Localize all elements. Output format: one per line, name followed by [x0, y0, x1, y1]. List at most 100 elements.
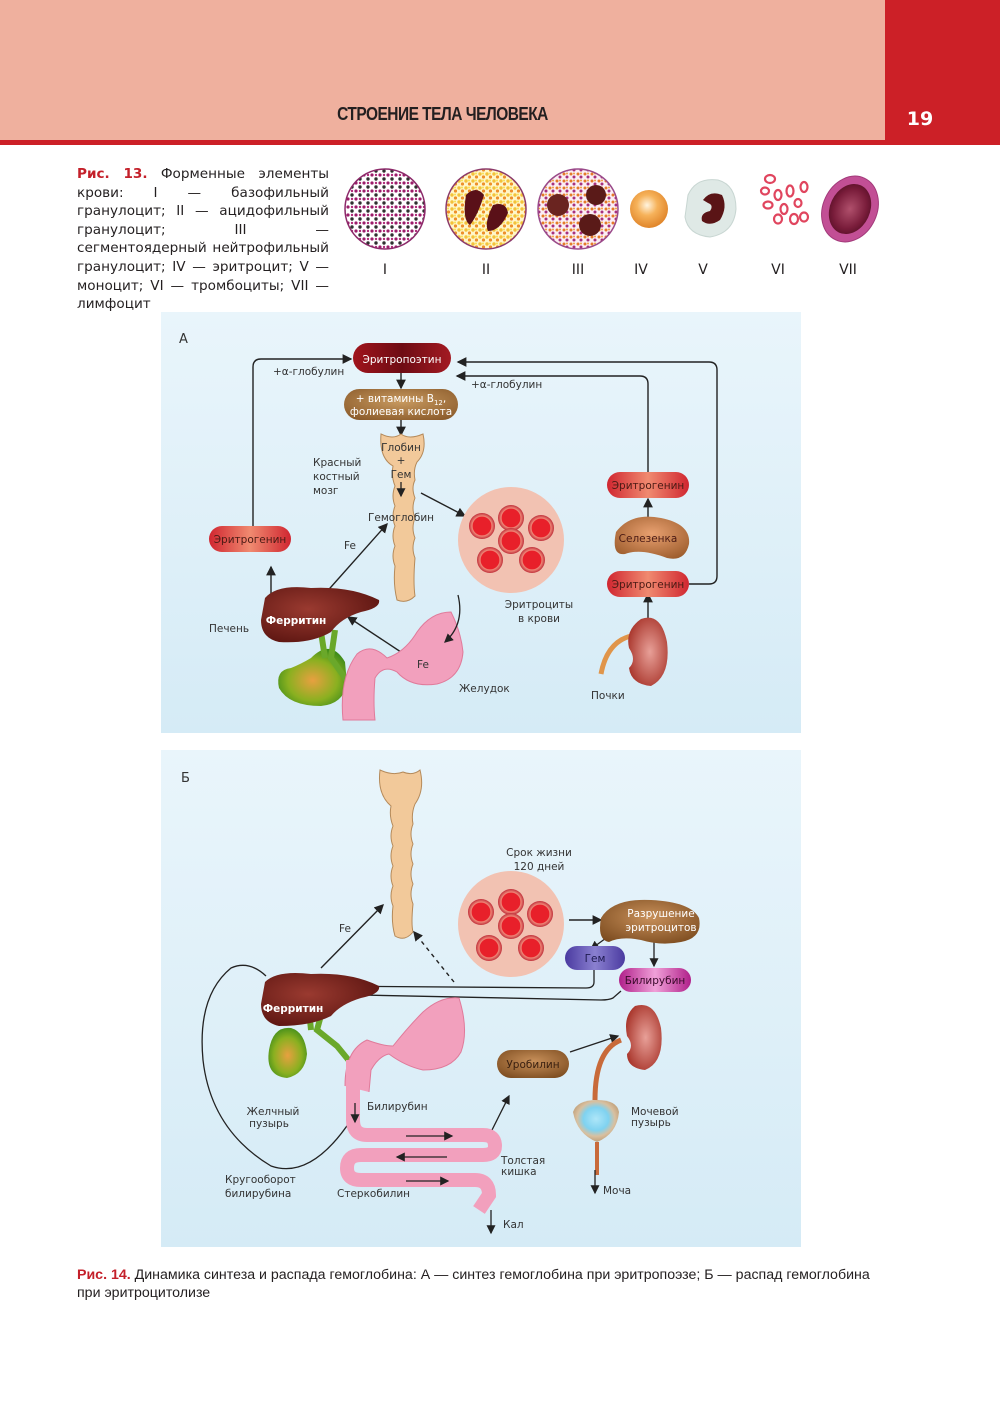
- lifespan-label-2: 120 дней: [514, 861, 565, 873]
- cell-erythrocyte: [630, 190, 668, 228]
- urine-label: Моча: [603, 1185, 631, 1197]
- cell-numeral: II: [481, 262, 491, 278]
- bladder-illustration: [573, 1100, 619, 1142]
- colon-label-1: Толстая: [500, 1155, 545, 1167]
- fe-stomach-label: Fe: [417, 659, 429, 671]
- bone-marrow-illustration: [379, 769, 423, 939]
- colon-label-2: кишка: [501, 1166, 537, 1178]
- line-bilirubin-to-liver: [312, 990, 622, 1001]
- bilirubin-label: Билирубин: [367, 1101, 428, 1113]
- panel-b-letter: Б: [181, 771, 190, 786]
- arrow-to-erythrocytes: [420, 492, 467, 517]
- alpha-globulin-right: +α-глобулин: [471, 379, 542, 391]
- cell-numeral: VI: [771, 262, 785, 278]
- ureter: [598, 633, 632, 675]
- liver-label: Печень: [209, 623, 249, 635]
- ureter: [592, 1037, 623, 1101]
- stomach-illustration: [344, 997, 465, 1093]
- panel-a-synthesis: А Эритропоэтин +α-глобулин +α-глобулин +…: [161, 312, 801, 733]
- arrow-colon-to-urobilin: [488, 1094, 510, 1137]
- ferritin-label: Ферритин: [266, 615, 327, 627]
- stomach-label: Желудок: [459, 683, 510, 695]
- erythrogenin-bottom-label: Эритрогенин: [612, 579, 685, 591]
- intestine-illustration: [339, 1060, 503, 1214]
- bone-marrow-label-3: мозг: [313, 485, 338, 497]
- page-number: 19: [906, 108, 934, 130]
- arrow-heme-to-liver: [309, 970, 595, 991]
- cell-numeral: VII: [839, 262, 857, 278]
- cell-monocyte: [684, 179, 737, 238]
- erythropoietin-box: [353, 343, 451, 373]
- stomach-illustration: [341, 611, 464, 721]
- figure-14-label: Рис. 14.: [77, 1267, 131, 1283]
- stercobilin-label: Стеркобилин: [337, 1188, 410, 1200]
- circulation-label-2: билирубина: [225, 1188, 291, 1200]
- blood-cells-illustration: [344, 168, 879, 250]
- erythrocytes-label-2: в крови: [518, 613, 560, 625]
- hemoglobin-label: Гемоглобин: [368, 512, 434, 524]
- cell-platelets: [759, 173, 810, 226]
- bone-marrow-label-1: Красный: [313, 457, 361, 469]
- panel-a-letter: А: [179, 332, 188, 347]
- erythrogenin-left-box: [209, 526, 291, 552]
- gallbladder-label-1: Желчный: [247, 1106, 300, 1118]
- lifespan-label-1: Срок жизни: [506, 847, 572, 859]
- arrow-to-stomach: [444, 594, 461, 643]
- liver-illustration: [261, 973, 380, 1026]
- bilirubin-circulation-loop: [201, 964, 352, 1170]
- erythrocytes-illustration: [458, 871, 564, 977]
- panel-b-breakdown: Б Fe Срок жизни 120 дней Разрушение эрит…: [161, 750, 801, 1247]
- kidney-illustration: [628, 617, 668, 686]
- gallbladder-illustration: [278, 648, 347, 706]
- panel-a-diagram: А Эритропоэтин +α-глобулин +α-глобулин +…: [179, 332, 718, 721]
- arrow-erythrogenin-to-erythropoietin: [252, 354, 353, 527]
- header-band: [0, 0, 885, 140]
- kidneys-label: Почки: [591, 690, 625, 702]
- figure-13-label: Рис. 13.: [77, 166, 148, 182]
- heme-label: Гем: [585, 953, 606, 965]
- figure-13-text: Форменные элементы крови: I — базофильны…: [77, 166, 329, 313]
- figure-14-text: Динамика синтеза и распада гемоглобина: …: [77, 1267, 870, 1301]
- urobilin-box: [497, 1050, 569, 1078]
- liver-illustration: [261, 587, 380, 643]
- panel-b-diagram: Б Fe Срок жизни 120 дней Разрушение эрит…: [181, 769, 700, 1235]
- cell-neutrophil: [537, 168, 619, 250]
- vitamins-line-2: фолиевая кислота: [350, 406, 452, 418]
- page-number-box: [885, 0, 1000, 145]
- cell-numeral: IV: [634, 262, 648, 278]
- cell-numeral: I: [382, 262, 388, 278]
- urobilin-label: Уробилин: [506, 1059, 559, 1071]
- cell-lymphocyte: [821, 175, 879, 243]
- arrow-kidney-to-erythropoietin: [456, 357, 718, 585]
- destruction-label-1: Разрушение: [627, 908, 694, 920]
- bone-marrow-illustration: [380, 433, 425, 602]
- gallbladder-label-2: пузырь: [249, 1118, 289, 1130]
- cell-numeral: III: [571, 262, 585, 278]
- kidney-illustration: [626, 1004, 662, 1070]
- circulation-label-1: Кругооборот: [225, 1174, 296, 1186]
- erythrocytes-label-1: Эритроциты: [505, 599, 573, 611]
- vitamins-box: [344, 389, 458, 420]
- destruction-label-2: эритроцитов: [625, 922, 696, 934]
- bone-marrow-label-2: костный: [313, 471, 360, 483]
- heme-label: Гем: [391, 469, 412, 481]
- running-title: СТРОЕНИЕ ТЕЛА ЧЕЛОВЕКА: [337, 104, 548, 124]
- erythrogenin-top-box: [607, 472, 689, 498]
- spleen-illustration: [614, 516, 690, 559]
- gallbladder-illustration: [268, 1027, 307, 1078]
- figure-13-caption: Рис. 13. Форменные элементы крови: I — б…: [77, 165, 329, 314]
- ferritin-label: Ферритин: [263, 1003, 324, 1015]
- arrow-fe-to-bone-marrow: [320, 904, 384, 969]
- dashed-arrow: [413, 930, 455, 983]
- spleen-label: Селезенка: [619, 533, 678, 545]
- arrow-urobilin-to-kidney: [569, 1034, 620, 1053]
- erythrogenin-top-label: Эритрогенин: [612, 480, 685, 492]
- alpha-globulin-left: +α-глобулин: [273, 366, 344, 378]
- bladder-label-2: пузырь: [631, 1117, 671, 1129]
- erythrogenin-bottom-box: [607, 571, 689, 597]
- fe-label: Fe: [339, 923, 351, 935]
- plus-label: +: [397, 455, 406, 467]
- cell-numeral: V: [698, 262, 708, 278]
- arrow-fe-to-hemoglobin: [322, 522, 388, 597]
- destruction-blob: [600, 899, 700, 944]
